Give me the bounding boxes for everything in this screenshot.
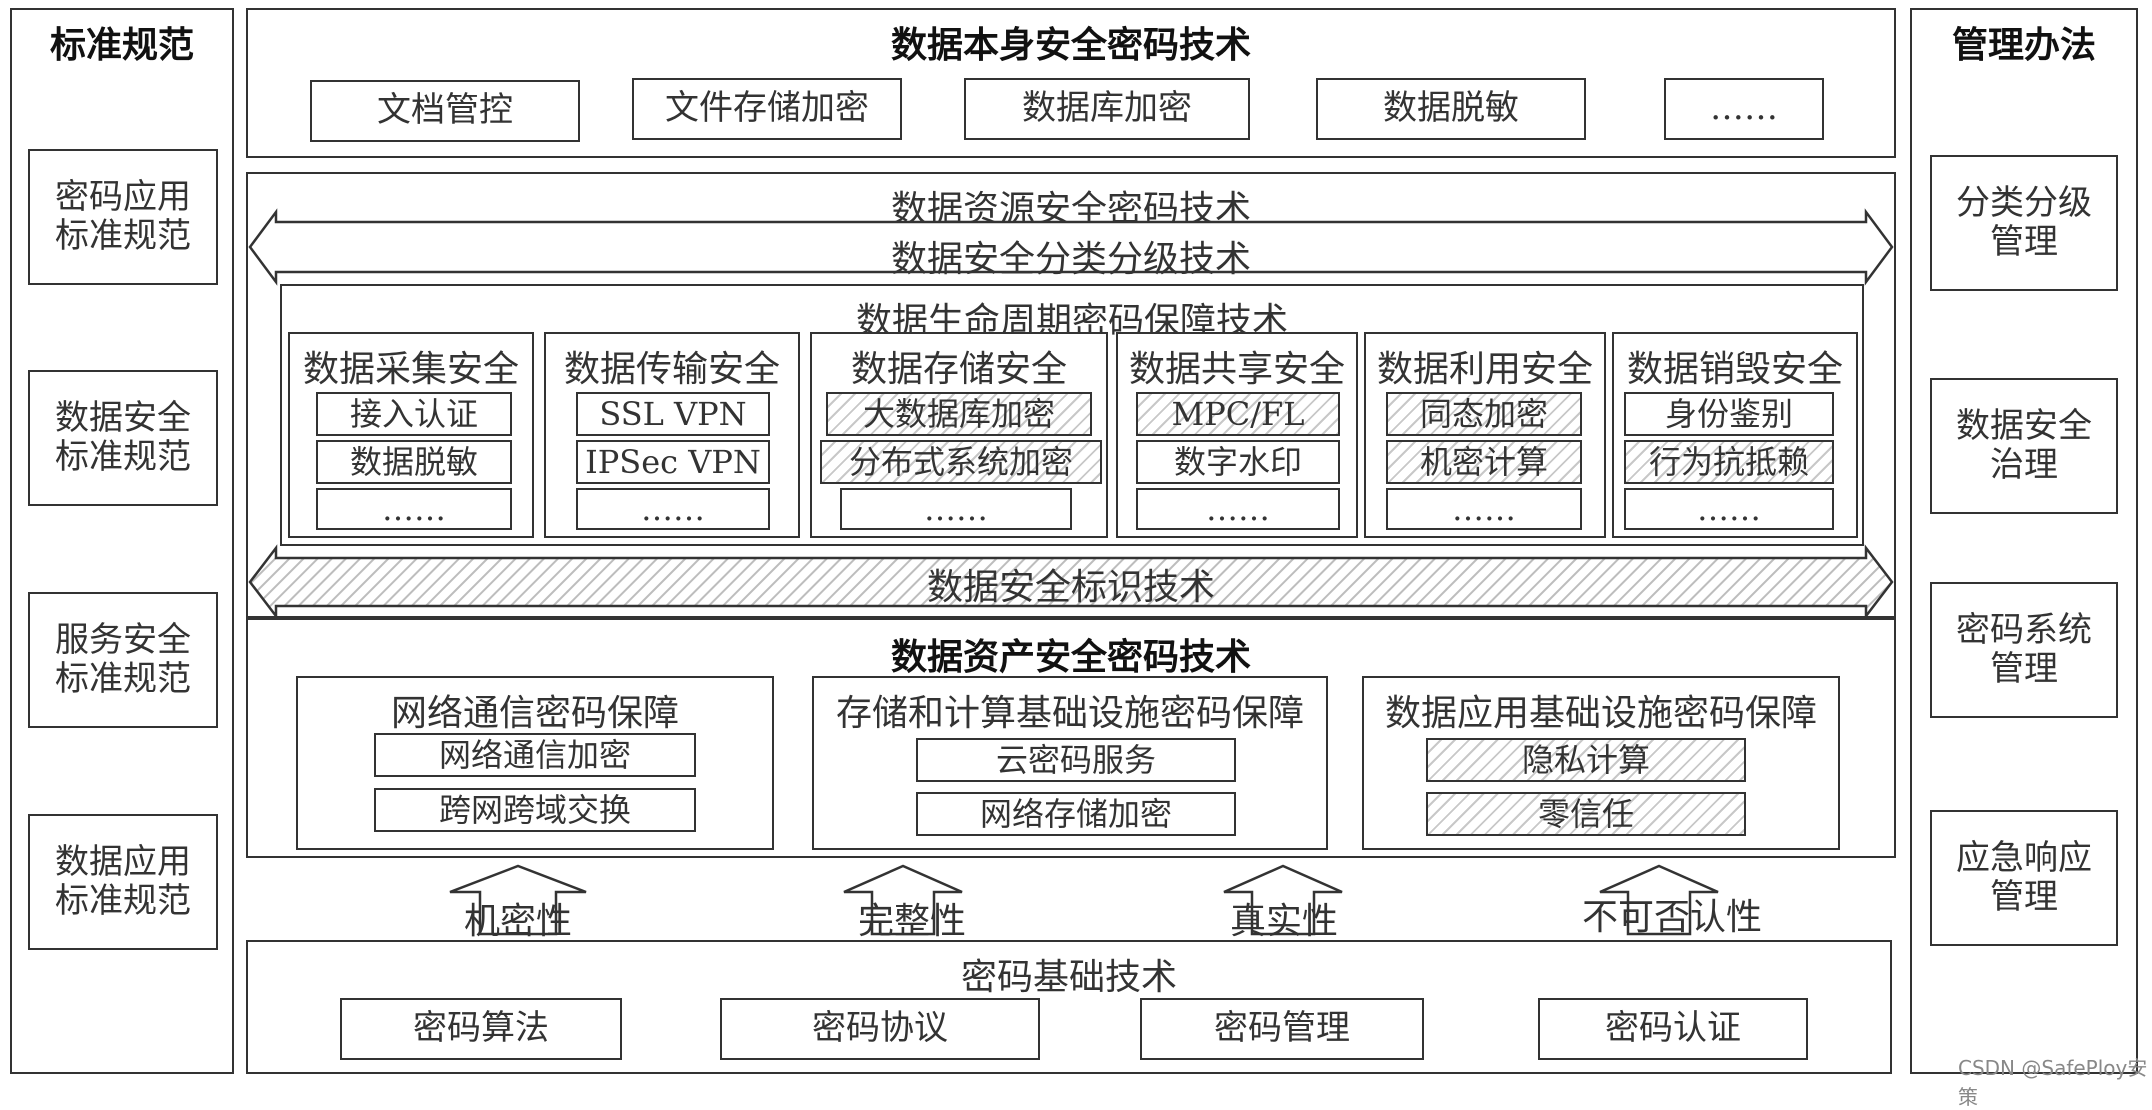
management-item-emergency: 应急响应 管理 xyxy=(1930,810,2118,946)
asset-item: 网络存储加密 xyxy=(916,792,1236,836)
asset-item: 隐私计算 xyxy=(1426,738,1746,782)
data-itself-item: 文档管控 xyxy=(310,80,580,142)
lifecycle-column-title: 数据共享安全 xyxy=(1128,349,1345,390)
lifecycle-column-title: 数据存储安全 xyxy=(850,349,1067,390)
lifecycle-item: 接入认证 xyxy=(316,392,512,436)
management-title: 管理办法 xyxy=(1951,25,2096,66)
asset-item: 云密码服务 xyxy=(916,738,1236,782)
crypto-base-item: 密码协议 xyxy=(720,998,1040,1060)
property-label: 不可否认性 xyxy=(1581,897,1762,938)
lifecycle-item: 同态加密 xyxy=(1386,392,1582,436)
lifecycle-item: …… xyxy=(316,488,512,530)
standard-item-data-security: 数据安全 标准规范 xyxy=(28,370,218,506)
classification-arrow xyxy=(248,208,1894,286)
property-arrow-confidentiality xyxy=(449,864,587,936)
lifecycle-item: 身份鉴别 xyxy=(1624,392,1834,436)
asset-item: 零信任 xyxy=(1426,792,1746,836)
crypto-base-item: 密码算法 xyxy=(340,998,622,1060)
lifecycle-item: 数据脱敏 xyxy=(316,440,512,484)
asset-item: 网络通信加密 xyxy=(374,733,696,777)
lifecycle-item: IPSec VPN xyxy=(576,440,770,484)
property-arrow-non-repudiation xyxy=(1599,864,1719,936)
identification-label: 数据安全标识技术 xyxy=(926,567,1215,608)
management-item-crypto-system: 密码系统 管理 xyxy=(1930,582,2118,718)
standard-item-crypto-app: 密码应用 标准规范 xyxy=(28,149,218,285)
identification-arrow xyxy=(248,544,1894,620)
lifecycle-title: 数据生命周期密码保障技术 xyxy=(855,301,1288,342)
property-arrow-authenticity xyxy=(1223,864,1343,936)
management-item-governance: 数据安全 治理 xyxy=(1930,378,2118,514)
watermark: CSDN @SafePloy安策 xyxy=(1958,1056,2148,1109)
crypto-base-item: 密码认证 xyxy=(1538,998,1808,1060)
lifecycle-item: 行为抗抵赖 xyxy=(1624,440,1834,484)
asset-group-title: 网络通信密码保障 xyxy=(390,693,679,734)
crypto-base-title: 密码基础技术 xyxy=(960,957,1177,998)
lifecycle-item: 大数据库加密 xyxy=(826,392,1092,436)
crypto-base-item: 密码管理 xyxy=(1140,998,1424,1060)
lifecycle-column-title: 数据利用安全 xyxy=(1376,349,1593,390)
lifecycle-item: MPC/FL xyxy=(1136,392,1340,436)
property-label: 机密性 xyxy=(463,901,572,942)
classification-label: 数据安全分类分级技术 xyxy=(890,239,1251,280)
standard-item-service-security: 服务安全 标准规范 xyxy=(28,592,218,728)
data-itself-title: 数据本身安全密码技术 xyxy=(890,25,1251,66)
data-itself-item: …… xyxy=(1664,78,1824,140)
property-label: 真实性 xyxy=(1229,901,1338,942)
lifecycle-item: 数字水印 xyxy=(1136,440,1340,484)
data-asset-title: 数据资产安全密码技术 xyxy=(890,637,1251,678)
lifecycle-item: …… xyxy=(576,488,770,530)
lifecycle-item: …… xyxy=(1386,488,1582,530)
lifecycle-column-title: 数据销毁安全 xyxy=(1626,349,1843,390)
lifecycle-item: 机密计算 xyxy=(1386,440,1582,484)
lifecycle-item: …… xyxy=(1136,488,1340,530)
asset-group-title: 存储和计算基础设施密码保障 xyxy=(835,693,1304,734)
property-arrow-integrity xyxy=(843,864,963,936)
lifecycle-column-title: 数据采集安全 xyxy=(302,349,519,390)
data-itself-item: 数据库加密 xyxy=(964,78,1250,140)
lifecycle-column-title: 数据传输安全 xyxy=(563,349,780,390)
standard-item-data-application: 数据应用 标准规范 xyxy=(28,814,218,950)
data-itself-item: 文件存储加密 xyxy=(632,78,902,140)
lifecycle-item: …… xyxy=(840,488,1072,530)
lifecycle-item: SSL VPN xyxy=(576,392,770,436)
property-label: 完整性 xyxy=(857,901,966,942)
standards-title: 标准规范 xyxy=(49,25,194,66)
asset-item: 跨网跨域交换 xyxy=(374,788,696,832)
data-itself-item: 数据脱敏 xyxy=(1316,78,1586,140)
lifecycle-item: 分布式系统加密 xyxy=(820,440,1102,484)
lifecycle-item: …… xyxy=(1624,488,1834,530)
management-item-classification: 分类分级 管理 xyxy=(1930,155,2118,291)
asset-group-title: 数据应用基础设施密码保障 xyxy=(1384,693,1817,734)
